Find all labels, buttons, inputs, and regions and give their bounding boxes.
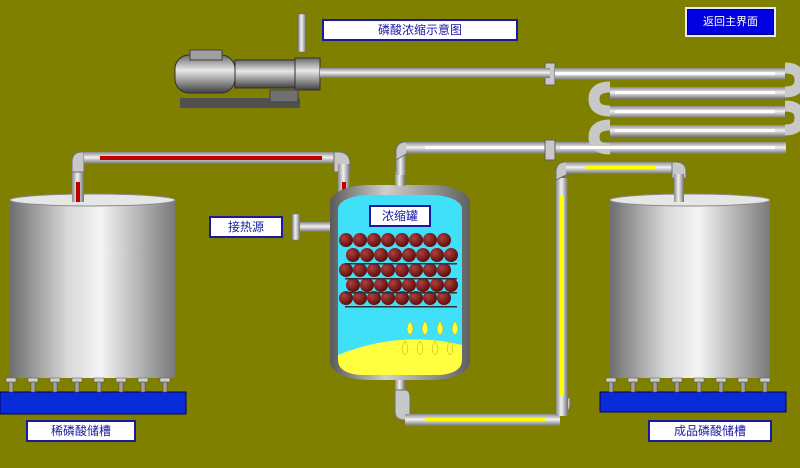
- drop: [416, 340, 424, 356]
- bubble: [437, 263, 451, 277]
- bubble: [423, 233, 437, 247]
- heat-exchanger-icon: [544, 62, 800, 161]
- product-tank-label: 成品磷酸储槽: [648, 420, 772, 442]
- bubble: [395, 263, 409, 277]
- tank-leg: [759, 377, 771, 393]
- condensate-drops: [401, 320, 459, 356]
- concentrator-vessel[interactable]: [330, 172, 470, 394]
- bubble: [409, 291, 423, 305]
- bubble: [402, 278, 416, 292]
- bubble: [353, 263, 367, 277]
- tank-leg: [5, 377, 17, 393]
- bubble: [416, 248, 430, 262]
- drop: [406, 320, 414, 336]
- heat-source-nozzle[interactable]: [291, 213, 330, 241]
- tank-leg: [159, 377, 171, 393]
- tank-leg: [627, 377, 639, 393]
- bubble: [444, 278, 458, 292]
- feed-pipe: [71, 151, 351, 202]
- drop: [436, 320, 444, 336]
- bubble: [346, 248, 360, 262]
- tank-leg: [93, 377, 105, 393]
- drop: [401, 340, 409, 356]
- boiling-bubbles: [339, 233, 458, 308]
- tank-leg: [715, 377, 727, 393]
- bubble: [444, 248, 458, 262]
- bubble: [360, 278, 374, 292]
- tank-leg: [71, 377, 83, 393]
- bubble: [374, 248, 388, 262]
- bubble: [339, 291, 353, 305]
- tank-leg: [27, 377, 39, 393]
- product-acid-tank[interactable]: [599, 193, 787, 413]
- bubble: [430, 248, 444, 262]
- bubble: [353, 291, 367, 305]
- return-main-button[interactable]: 返回主界面: [685, 7, 776, 37]
- bubble: [367, 263, 381, 277]
- bubble: [395, 291, 409, 305]
- bubble: [353, 233, 367, 247]
- dilute-tank-label: 稀磷酸储槽: [26, 420, 136, 442]
- bubble: [423, 263, 437, 277]
- drop: [446, 340, 454, 356]
- bubble: [409, 263, 423, 277]
- bubble: [367, 291, 381, 305]
- bubble: [374, 278, 388, 292]
- bubble: [437, 233, 451, 247]
- tank-leg: [693, 377, 705, 393]
- bubble: [423, 291, 437, 305]
- bubble: [388, 278, 402, 292]
- tank-leg: [605, 377, 617, 393]
- drop: [431, 340, 439, 356]
- tank-leg: [649, 377, 661, 393]
- bubble: [388, 248, 402, 262]
- tank-leg: [137, 377, 149, 393]
- bubble: [339, 233, 353, 247]
- bubble: [381, 233, 395, 247]
- heat-source-label: 接热源: [209, 216, 283, 238]
- concentrator-label: 浓缩罐: [369, 205, 431, 227]
- dilute-acid-tank[interactable]: [0, 193, 187, 415]
- bubble: [339, 263, 353, 277]
- tank-leg: [671, 377, 683, 393]
- tank-leg: [115, 377, 127, 393]
- bubble: [416, 278, 430, 292]
- tank-leg: [737, 377, 749, 393]
- bubble: [367, 233, 381, 247]
- bubble: [402, 248, 416, 262]
- bubble: [381, 291, 395, 305]
- bubble: [395, 233, 409, 247]
- drop: [451, 320, 459, 336]
- bubble: [437, 291, 451, 305]
- page-title: 磷酸浓缩示意图: [322, 19, 518, 41]
- bubble: [430, 278, 444, 292]
- pump-motor-icon[interactable]: [174, 13, 550, 108]
- drop: [421, 320, 429, 336]
- bubble: [409, 233, 423, 247]
- tank-leg: [49, 377, 61, 393]
- bubble: [381, 263, 395, 277]
- bubble: [360, 248, 374, 262]
- product-pipe: [394, 161, 687, 426]
- bubble: [346, 278, 360, 292]
